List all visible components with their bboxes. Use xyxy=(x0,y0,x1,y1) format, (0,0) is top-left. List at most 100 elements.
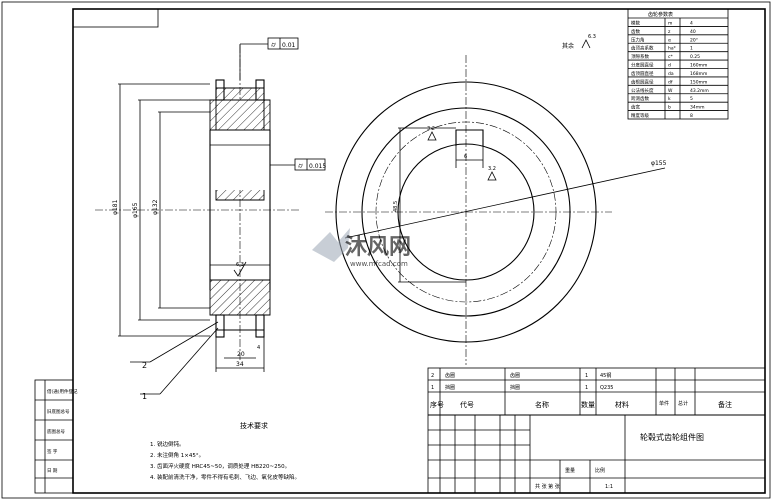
tech-item-4: 4. 装配前清洗干净，零件不得有毛刺、飞边、氧化皮等缺陷。 xyxy=(150,473,300,481)
header-code: 代号 xyxy=(460,400,474,409)
param-name: 公法线长度 xyxy=(631,87,654,94)
dim-d-mid: φ165 xyxy=(132,202,139,218)
tech-title: 技术要求 xyxy=(240,421,268,430)
header-note: 备注 xyxy=(718,400,732,409)
param-value: 4 xyxy=(690,20,693,26)
header-material: 材料 xyxy=(615,400,629,409)
param-name: 齿宽 xyxy=(631,104,640,111)
param-name: 压力角 xyxy=(631,36,645,43)
top-left-code-box xyxy=(72,8,159,28)
dim-hub: 20 xyxy=(237,351,245,358)
roughness-else-label: 其余 xyxy=(562,42,574,50)
bom-row1-no: 2 xyxy=(431,373,434,379)
header-total: 总计 xyxy=(678,400,688,407)
bom-row1-name: 齿圈 xyxy=(510,373,520,379)
bom-row2-mat: Q235 xyxy=(600,385,613,391)
front-view: 6 48.5 φ155 3.2 3.2 其余 6.3 xyxy=(325,34,667,365)
inner-border xyxy=(72,8,766,494)
section-view: φ181 φ165 φ132 34 20 4 ⌭ 0.01 ⌭ 0.015 6.… xyxy=(95,37,326,401)
header-qty: 数量 xyxy=(581,400,595,409)
param-symbol: d xyxy=(668,63,671,69)
tech-item-1: 1. 锐边倒钝。 xyxy=(150,440,185,448)
dim-flange: 4 xyxy=(257,345,260,351)
watermark: 沐风网 www.mfcad.com xyxy=(312,228,411,268)
callout-part-2: 2 xyxy=(142,361,147,370)
param-value: 168mm xyxy=(690,71,707,77)
tech-item-2: 2. 未注倒角 1×45°。 xyxy=(150,451,204,459)
sheet-info: 共 张 第 张 xyxy=(535,483,560,490)
side-label-4: 签 字 xyxy=(47,448,58,455)
header-name: 名称 xyxy=(535,400,549,409)
param-value: 5 xyxy=(690,96,693,102)
header-no: 序号 xyxy=(430,400,444,409)
bom-row2-code: 挡圈 xyxy=(445,384,455,391)
side-label-3: 底图总号 xyxy=(47,428,65,435)
side-label-5: 日 期 xyxy=(47,468,58,474)
param-value: 20° xyxy=(690,37,698,43)
param-value: 150mm xyxy=(690,79,707,85)
side-strip: 借(通)用件登记 旧底图总号 底图总号 签 字 日 期 xyxy=(34,379,78,494)
param-symbol: α xyxy=(668,38,671,43)
dim-keyway-height: 48.5 xyxy=(393,201,399,212)
side-label-1: 借(通)用件登记 xyxy=(47,388,78,395)
param-name: 齿根圆直径 xyxy=(631,78,654,85)
param-value: 40 xyxy=(690,29,696,35)
callout-part-1: 1 xyxy=(142,392,147,401)
scale-label: 比例 xyxy=(595,467,605,474)
title-block: 2 齿圈 齿圈 1 45钢 1 挡圈 挡圈 1 Q235 序号 代号 名称 数量… xyxy=(427,367,766,494)
param-symbol: c* xyxy=(668,54,673,60)
param-symbol: ha* xyxy=(668,46,677,52)
side-label-2: 旧底图总号 xyxy=(47,408,70,415)
param-symbol: b xyxy=(668,105,671,111)
drawing-name: 轮毂式齿轮组件图 xyxy=(640,432,704,442)
param-name: 齿数 xyxy=(631,28,640,35)
param-symbol: da xyxy=(668,71,674,77)
param-value: 0.25 xyxy=(690,54,700,60)
param-symbol: z xyxy=(668,30,671,35)
param-value: 34mm xyxy=(690,105,705,111)
dim-d-inner: φ132 xyxy=(152,199,159,215)
param-name: 齿顶圆直径 xyxy=(631,70,654,77)
gdt-top-symbol: ⌭ xyxy=(271,41,276,49)
param-name: 齿顶高系数 xyxy=(631,45,654,52)
tech-requirements: 技术要求 1. 锐边倒钝。 2. 未注倒角 1×45°。 3. 齿面淬火硬度 H… xyxy=(150,421,300,481)
param-symbol: W xyxy=(668,88,673,94)
param-value: 160mm xyxy=(690,63,707,69)
watermark-brand: 沐风网 xyxy=(345,235,411,260)
bom-row2-no: 1 xyxy=(431,385,434,391)
bom-row2-name: 挡圈 xyxy=(510,384,520,391)
gdt-right-value: 0.015 xyxy=(309,163,326,170)
scale-value: 1:1 xyxy=(605,484,613,490)
dim-width: 34 xyxy=(236,361,244,368)
param-name: 顶隙系数 xyxy=(631,53,649,60)
bom-row2-qty: 1 xyxy=(585,385,588,391)
parameter-table: 齿轮参数表 模数 m 4 齿数 z 40 压力角 α 20° 齿顶高系数 ha* 1 顶隙系数 c* 0.2… xyxy=(627,8,729,120)
dim-diameter-front: φ155 xyxy=(651,160,667,167)
watermark-url: www.mfcad.com xyxy=(350,260,408,268)
param-name: 分度圆直径 xyxy=(631,62,654,69)
roughness-else-value: 6.3 xyxy=(588,34,596,40)
param-value: 1 xyxy=(690,46,693,52)
param-symbol: df xyxy=(668,79,673,85)
dim-keyway-width: 6 xyxy=(464,154,467,160)
param-symbol: k xyxy=(668,96,671,102)
gdt-top-value: 0.01 xyxy=(282,42,296,49)
parameter-table-title: 齿轮参数表 xyxy=(648,11,673,18)
tech-item-3: 3. 齿面淬火硬度 HRC45~50，调质处理 HB220~250。 xyxy=(150,462,290,470)
dim-d-outer: φ181 xyxy=(112,199,119,215)
roughness-key-b: 3.2 xyxy=(488,166,496,172)
param-name: 模数 xyxy=(631,19,640,26)
param-name: 精度等级 xyxy=(631,112,649,119)
bom-row1-qty: 1 xyxy=(585,373,588,379)
param-symbol: m xyxy=(668,21,672,26)
gdt-right-symbol: ⌭ xyxy=(298,162,303,170)
bom-row1-code: 齿圈 xyxy=(445,373,455,379)
bom-row1-mat: 45钢 xyxy=(600,372,611,379)
param-value: 8 xyxy=(690,113,693,119)
roughness-section: 6.3 xyxy=(236,262,244,268)
param-name: 跨测齿数 xyxy=(631,95,649,102)
weight-label: 重量 xyxy=(565,467,575,474)
roughness-key-a: 3.2 xyxy=(427,126,435,132)
